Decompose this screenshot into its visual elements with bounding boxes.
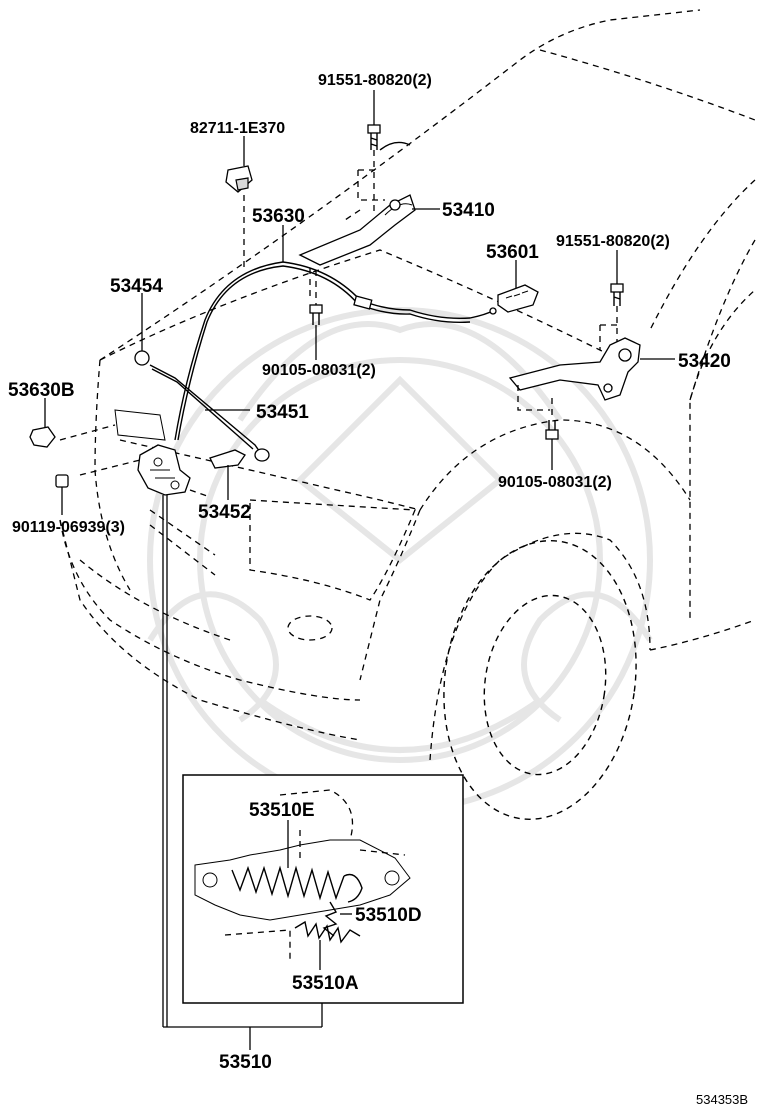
clip-82711-icon — [225, 136, 253, 270]
leader-53510 — [162, 495, 323, 1050]
detail-inset — [182, 774, 464, 1004]
label-53510: 53510 — [219, 1052, 272, 1073]
bracket-53452-icon — [209, 449, 246, 500]
label-53510D: 53510D — [355, 905, 422, 926]
label-53630B: 53630B — [8, 380, 75, 401]
label-91551-top: 91551-80820(2) — [318, 72, 432, 89]
hood-hinge-53410-icon — [298, 141, 440, 300]
label-53510A: 53510A — [292, 973, 359, 994]
support-rod-53451-icon — [134, 293, 270, 462]
label-53451: 53451 — [256, 402, 309, 423]
label-82711: 82711-1E370 — [190, 120, 285, 137]
bolt-90105-left-icon — [309, 270, 323, 360]
label-53630: 53630 — [252, 206, 305, 227]
part-labels: 91551-80820(2) 82711-1E370 53630 53410 5… — [8, 72, 748, 1107]
label-53420: 53420 — [678, 351, 731, 372]
bolt-91551-right-icon — [610, 250, 624, 345]
vehicle-outline — [59, 9, 756, 820]
label-53452: 53452 — [198, 502, 251, 523]
label-53510E: 53510E — [249, 800, 315, 821]
lock-control-53601-icon — [497, 260, 539, 313]
hood-hinge-53420-icon — [508, 324, 675, 411]
hood-lock-53510-icon — [137, 444, 211, 498]
label-53601: 53601 — [486, 242, 539, 263]
label-53454: 53454 — [110, 276, 163, 297]
label-90105-right: 90105-08031(2) — [498, 474, 612, 491]
label-90105-left: 90105-08031(2) — [262, 362, 376, 379]
release-cable-53630-icon — [174, 225, 497, 441]
label-90119: 90119-06939(3) — [12, 519, 125, 536]
grommet-53630B-icon — [29, 398, 56, 448]
label-91551-right: 91551-80820(2) — [556, 233, 670, 250]
figure-code: 534353B — [696, 1092, 748, 1107]
bolt-90119-icon — [55, 474, 69, 515]
watermark-emblem — [147, 307, 653, 813]
bolt-91551-top-icon — [367, 90, 381, 215]
label-53410: 53410 — [442, 200, 495, 221]
bolt-90105-right-icon — [545, 398, 559, 470]
